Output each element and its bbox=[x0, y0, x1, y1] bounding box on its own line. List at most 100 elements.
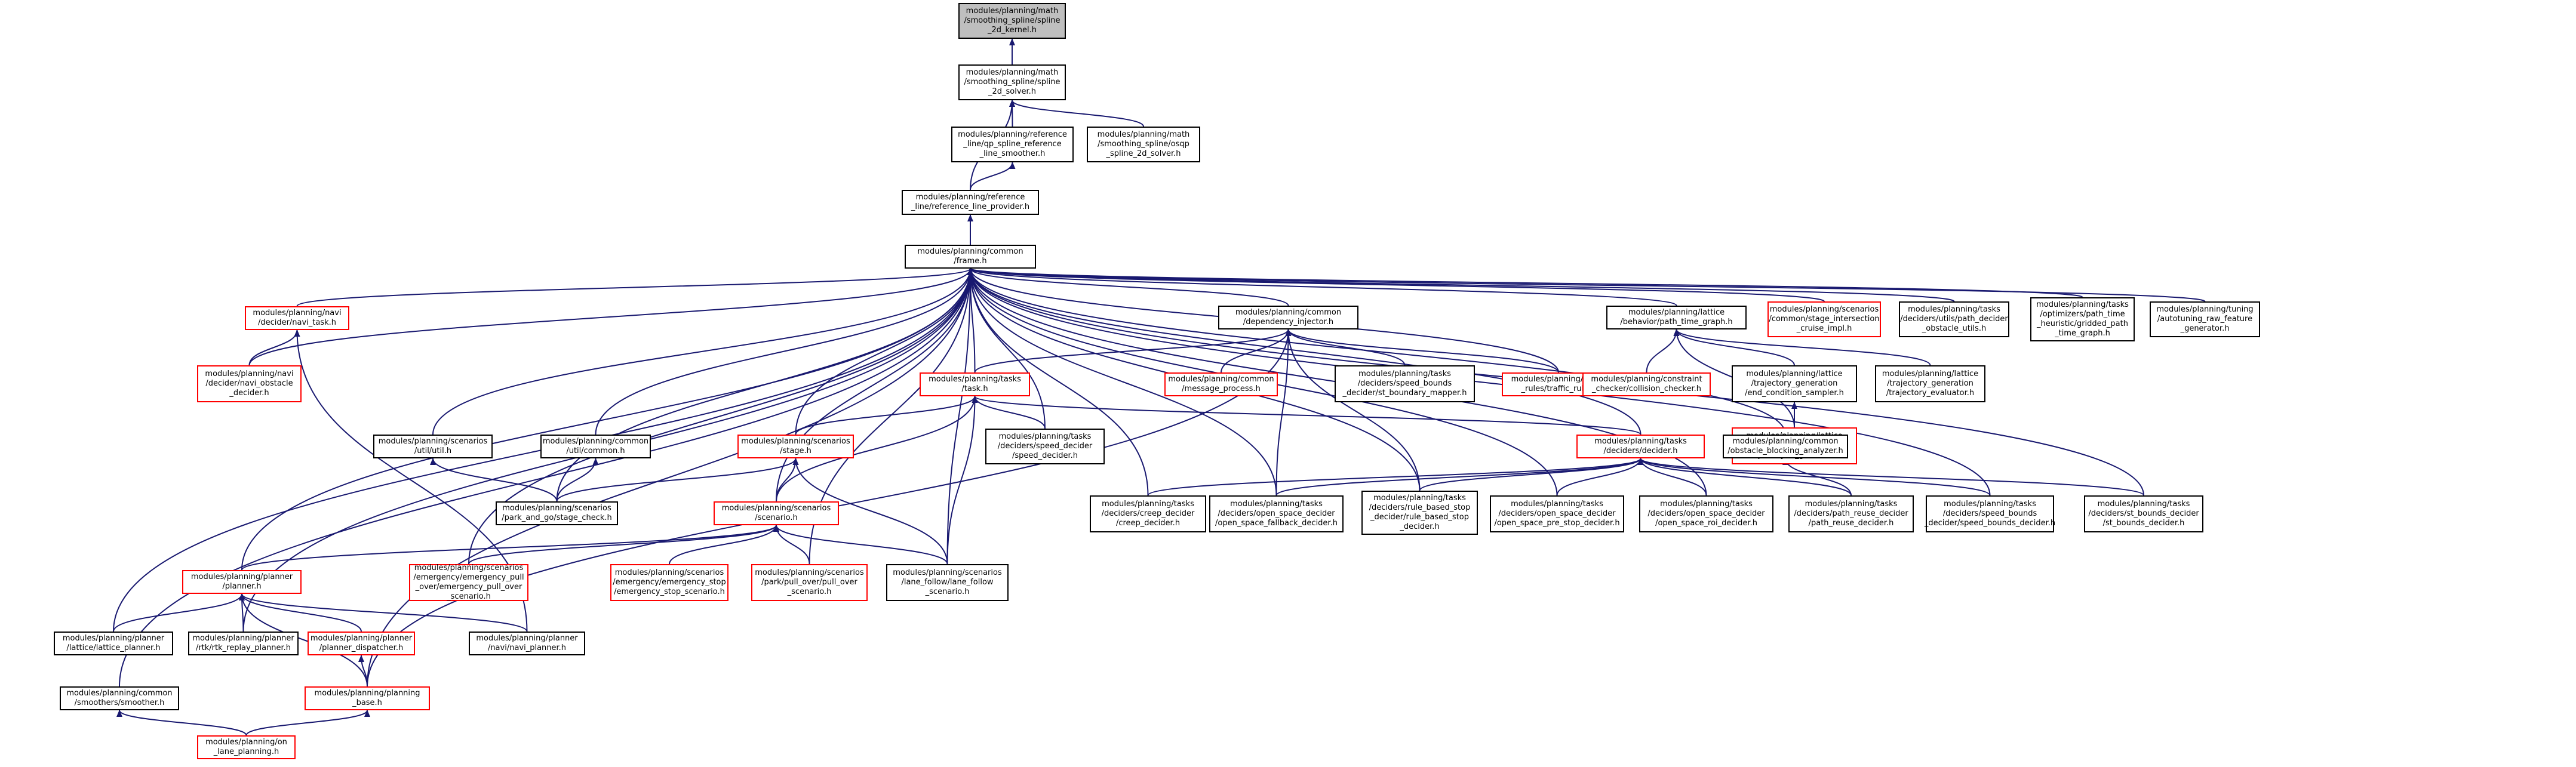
graph-node[interactable]: modules/planning/scenarios/emergency/eme… bbox=[610, 564, 728, 601]
graph-node-label-line: modules/planning/lattice bbox=[1746, 369, 1843, 378]
graph-node[interactable]: modules/planning/math/smoothing_spline/s… bbox=[958, 3, 1066, 39]
graph-node[interactable]: modules/planning/scenarios/lane_follow/l… bbox=[886, 564, 1009, 601]
graph-node[interactable]: modules/planning/common/smoothers/smooth… bbox=[60, 686, 179, 710]
graph-node-label-line: modules/planning/tasks bbox=[2036, 300, 2129, 309]
graph-node-label-line: /deciders/utils/path_decider bbox=[1900, 315, 2008, 324]
graph-node[interactable]: modules/planning/math/smoothing_spline/s… bbox=[958, 64, 1066, 100]
graph-node[interactable]: modules/planning/reference_line/referenc… bbox=[902, 190, 1039, 215]
graph-node-label-line: modules/planning/on bbox=[205, 738, 287, 747]
graph-node-label-line: /scenario.h bbox=[755, 513, 798, 522]
graph-node-label-line: modules/planning/reference bbox=[915, 193, 1025, 202]
graph-node-label-line: /open_space_pre_stop_decider.h bbox=[1494, 519, 1620, 528]
graph-node-label-line: _decider/rule_based_stop bbox=[1370, 513, 1469, 522]
graph-node-label-line: /dependency_injector.h bbox=[1243, 318, 1334, 326]
graph-node-label-line: /end_condition_sampler.h bbox=[1745, 389, 1844, 398]
graph-node[interactable]: modules/planning/tasks/task.h bbox=[920, 372, 1030, 396]
graph-edge bbox=[795, 268, 973, 435]
graph-edge bbox=[776, 396, 978, 502]
graph-node[interactable]: modules/planning/planner/planner_dispatc… bbox=[308, 632, 415, 655]
graph-node[interactable]: modules/planning/tasks/deciders/utils/pa… bbox=[1899, 301, 2009, 337]
graph-node[interactable]: modules/planning/common/util/common.h bbox=[540, 435, 651, 458]
graph-node[interactable]: modules/planning/common/message_process.… bbox=[1164, 372, 1278, 396]
graph-node[interactable]: modules/planning/scenarios/scenario.h bbox=[714, 501, 839, 525]
graph-edge bbox=[358, 655, 368, 687]
graph-node[interactable]: modules/planning/scenarios/common/stage_… bbox=[1767, 301, 1881, 337]
graph-edge bbox=[239, 593, 368, 687]
graph-node-label-line: /deciders/speed_bounds bbox=[1942, 509, 2037, 518]
graph-node[interactable]: modules/planning/scenarios/util/util.h bbox=[373, 435, 493, 458]
graph-node[interactable]: modules/planning/common/dependency_injec… bbox=[1218, 306, 1358, 329]
graph-edge bbox=[116, 710, 247, 736]
graph-node[interactable]: modules/planning/planner/rtk/rtk_replay_… bbox=[188, 632, 299, 655]
graph-node-label-line: modules/planning/planner bbox=[192, 634, 294, 643]
graph-node-label-line: _cruise_impl.h bbox=[1796, 324, 1852, 333]
graph-edge bbox=[1419, 458, 1644, 491]
graph-node[interactable]: modules/planning/tasks/deciders/creep_de… bbox=[1090, 495, 1206, 532]
graph-node[interactable]: modules/planning/common/frame.h bbox=[905, 245, 1036, 269]
graph-node[interactable]: modules/planning/scenarios/stage.h bbox=[737, 435, 854, 458]
graph-node[interactable]: modules/planning/planning_base.h bbox=[305, 686, 430, 710]
graph-edge bbox=[967, 268, 1991, 496]
graph-node-label-line: /stage.h bbox=[780, 446, 811, 455]
graph-node[interactable]: modules/planning/common/obstacle_blockin… bbox=[1723, 435, 1848, 458]
graph-node[interactable]: modules/planning/tasks/optimizers/path_t… bbox=[2030, 297, 2135, 341]
graph-node[interactable]: modules/planning/reference_line/qp_splin… bbox=[951, 127, 1074, 162]
graph-node-label-line: /deciders/path_reuse_decider bbox=[1794, 509, 1908, 518]
graph-node-label-line: /deciders/rule_based_stop bbox=[1369, 503, 1471, 512]
graph-node[interactable]: modules/planning/math/smoothing_spline/o… bbox=[1087, 127, 1200, 162]
graph-node[interactable]: modules/planning/tasks/deciders/decider.… bbox=[1576, 435, 1705, 458]
graph-node[interactable]: modules/planning/tasks/deciders/speed_de… bbox=[985, 429, 1105, 464]
graph-node-label-line: _lane_planning.h bbox=[213, 747, 279, 756]
graph-node-label-line: modules/planning/tuning bbox=[2156, 305, 2254, 314]
graph-node-label-line: modules/planning/scenarios bbox=[721, 504, 831, 513]
graph-node[interactable]: modules/planning/tasks/deciders/open_spa… bbox=[1209, 495, 1344, 532]
graph-edge bbox=[1646, 329, 1680, 373]
graph-node[interactable]: modules/planning/on_lane_planning.h bbox=[197, 735, 296, 759]
graph-node[interactable]: modules/planning/tasks/deciders/st_bound… bbox=[2084, 495, 2203, 532]
graph-edge bbox=[248, 268, 973, 366]
graph-edge bbox=[967, 268, 1149, 496]
graph-node[interactable]: modules/planning/tasks/deciders/rule_bas… bbox=[1361, 491, 1478, 535]
graph-node-label-line: modules/planning/tasks bbox=[998, 432, 1092, 441]
graph-node[interactable]: modules/planning/navi/decider/navi_obsta… bbox=[197, 365, 302, 402]
graph-node[interactable]: modules/planning/tuning/autotuning_raw_f… bbox=[2150, 301, 2260, 337]
graph-node[interactable]: modules/planning/tasks/deciders/open_spa… bbox=[1490, 495, 1624, 532]
graph-edge bbox=[241, 525, 779, 571]
graph-edge bbox=[430, 458, 558, 502]
graph-node[interactable]: modules/planning/tasks/deciders/speed_bo… bbox=[1925, 495, 2055, 532]
graph-node[interactable]: modules/planning/tasks/deciders/open_spa… bbox=[1639, 495, 1773, 532]
graph-node[interactable]: modules/planning/scenarios/park_and_go/s… bbox=[496, 501, 618, 525]
graph-node[interactable]: modules/planning/navi/decider/navi_task.… bbox=[245, 306, 349, 330]
graph-edge bbox=[432, 268, 973, 435]
graph-node-label-line: /planner.h bbox=[222, 582, 262, 591]
graph-node[interactable]: modules/planning/scenarios/emergency/eme… bbox=[409, 563, 528, 601]
graph-node[interactable]: modules/planning/lattice/trajectory_gene… bbox=[1875, 365, 1985, 402]
graph-node[interactable]: modules/planning/scenarios/park/pull_ove… bbox=[751, 564, 868, 601]
graph-node-label-line: _line/qp_spline_reference bbox=[963, 140, 1062, 149]
graph-node-label-line: /open_space_roi_decider.h bbox=[1655, 519, 1757, 528]
graph-node-label-line: /navi/navi_planner.h bbox=[487, 643, 567, 652]
graph-node-label-line: /decider/navi_obstacle bbox=[205, 379, 293, 388]
graph-node-label-line: modules/planning/tasks bbox=[1805, 500, 1898, 509]
graph-node[interactable]: modules/planning/constraint_checker/coll… bbox=[1582, 372, 1711, 396]
graph-node-label-line: modules/planning/planner bbox=[476, 634, 578, 643]
graph-edge bbox=[967, 268, 1955, 302]
graph-node[interactable]: modules/planning/lattice/behavior/path_t… bbox=[1606, 306, 1747, 329]
graph-edge bbox=[967, 268, 1786, 435]
graph-node-label-line: modules/planning/constraint bbox=[1591, 375, 1702, 384]
graph-edge bbox=[967, 268, 1677, 306]
graph-node-label-line: modules/planning/scenarios bbox=[414, 563, 524, 572]
graph-node[interactable]: modules/planning/planner/navi/navi_plann… bbox=[469, 632, 585, 655]
graph-node[interactable]: modules/planning/planner/lattice/lattice… bbox=[54, 632, 173, 655]
graph-node[interactable]: modules/planning/planner/planner.h bbox=[182, 570, 302, 594]
graph-node-label-line: modules/planning/lattice bbox=[1628, 308, 1725, 317]
graph-node-label-line: _decider.h bbox=[229, 389, 269, 398]
graph-node[interactable]: modules/planning/lattice/trajectory_gene… bbox=[1732, 365, 1857, 402]
graph-node-label-line: _obstacle_utils.h bbox=[1922, 324, 1987, 333]
graph-node[interactable]: modules/planning/tasks/deciders/path_reu… bbox=[1788, 495, 1914, 532]
graph-edge bbox=[669, 525, 779, 565]
graph-node[interactable]: modules/planning/tasks/deciders/speed_bo… bbox=[1335, 365, 1475, 402]
graph-edge bbox=[967, 268, 2206, 302]
graph-node-label-line: modules/planning/tasks bbox=[1660, 500, 1753, 509]
graph-node-label-line: /park/pull_over/pull_over bbox=[761, 578, 857, 587]
